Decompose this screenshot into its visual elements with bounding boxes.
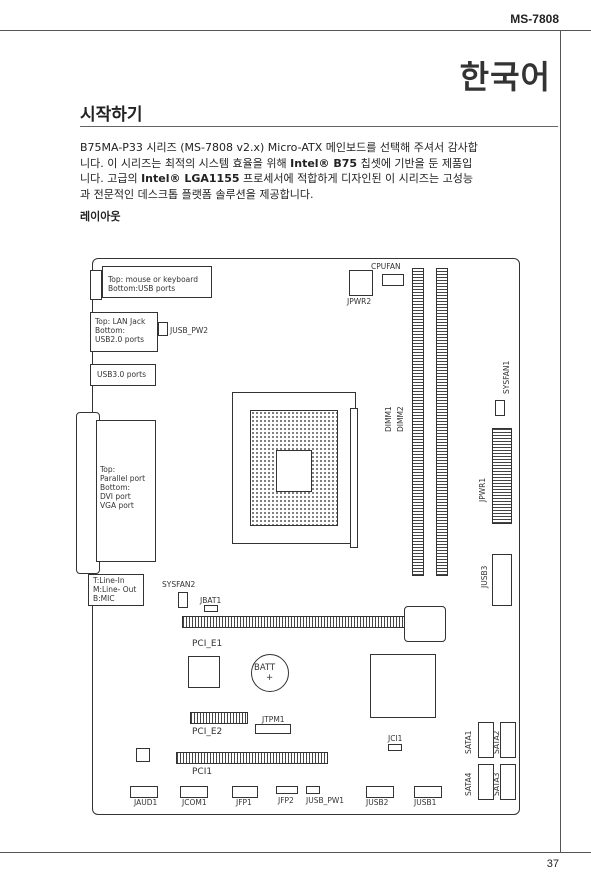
- jbat1-label: JBAT1: [200, 596, 222, 605]
- audio-label-2: M:Line- Out: [93, 585, 137, 594]
- jtpm1-header: [255, 724, 291, 734]
- jaud1-header: [130, 786, 158, 798]
- jusb1-header: [414, 786, 442, 798]
- dimm1-slot: [412, 268, 424, 576]
- cpufan-label: CPUFAN: [371, 262, 401, 271]
- cpu-retention-lever: [350, 408, 358, 548]
- lan-label-2: Bottom:: [95, 326, 126, 335]
- chipset: [370, 654, 436, 718]
- jusb2-header: [366, 786, 394, 798]
- jusb1-label: JUSB1: [414, 798, 437, 807]
- sysfan1-label: SYSFAN1: [502, 360, 511, 394]
- sata1-port: [478, 722, 494, 758]
- dimm2-label: DIMM2: [396, 406, 405, 432]
- intro-paragraph: B75MA-P33 시리즈 (MS-7808 v2.x) Micro-ATX 메…: [80, 140, 556, 202]
- jpwr1-connector: [492, 428, 512, 524]
- intro-line-3-end: 프로세서에 적합하게 디자인된 이 시리즈는 고성능: [239, 172, 474, 185]
- sata2-port: [500, 722, 516, 758]
- pci1-slot: [176, 752, 328, 764]
- jci1-label: JCI1: [388, 734, 403, 743]
- lan-label-1: Top: LAN Jack: [95, 317, 146, 326]
- jfp1-header: [232, 786, 258, 798]
- pci-e2-slot: [190, 712, 248, 724]
- jpwr2-label: JPWR2: [347, 297, 372, 306]
- audio-label-3: B:MIC: [93, 594, 115, 603]
- dimm1-label: DIMM1: [384, 406, 393, 432]
- chipset-name: Intel® B75: [290, 156, 358, 170]
- pci-e1-label: PCI_E1: [192, 639, 223, 649]
- sata4-port: [478, 764, 494, 800]
- intro-line-2: 니다. 이 시리즈는 최적의 시스템 효율을 위해: [80, 156, 291, 170]
- usb3-label: USB3.0 ports: [97, 370, 146, 379]
- intro-line-1: B75MA-P33 시리즈 (MS-7808 v2.x) Micro-ATX 메…: [80, 141, 478, 154]
- jusb3-header: [492, 554, 512, 606]
- sysfan1-header: [495, 400, 505, 416]
- ps2-port-shape: [90, 270, 102, 300]
- parallel-label-3: Bottom:: [100, 483, 131, 492]
- jpwr1-label: JPWR1: [478, 477, 487, 502]
- jusb-pw2-header: [158, 322, 168, 336]
- section-rule: [80, 126, 558, 127]
- jusb-pw1-label: JUSB_PW1: [306, 796, 345, 805]
- usb3-port: [90, 364, 156, 386]
- ps2-usb-port: [102, 266, 212, 298]
- intro-line-3: 니다. 고급의: [80, 172, 142, 185]
- footer-rule: [0, 852, 591, 853]
- jusb2-label: JUSB2: [366, 798, 389, 807]
- pci1-label: PCI1: [192, 767, 213, 777]
- mouse-keyboard-label: Top: mouse or keyboard: [108, 275, 198, 284]
- jaud1-label: JAUD1: [134, 798, 158, 807]
- pci-e2-label: PCI_E2: [192, 727, 223, 737]
- parallel-dvi-vga-port: [96, 420, 156, 562]
- sata1-label: SATA1: [464, 730, 473, 754]
- jfp2-label: JFP2: [278, 796, 294, 805]
- audio-label-1: T:Line-In: [93, 576, 125, 585]
- parallel-label-5: VGA port: [100, 501, 134, 510]
- parallel-label-2: Parallel port: [100, 474, 146, 483]
- sata2-label: SATA2: [492, 730, 501, 754]
- chipset-heatsink-clip: [404, 606, 446, 642]
- battery: [251, 654, 289, 692]
- cpufan-header: [382, 274, 404, 286]
- side-rule: [560, 30, 561, 852]
- intro-line-2-end: 칩셋에 기반을 둔 제품입: [357, 156, 473, 170]
- language-title: 한국어: [459, 58, 551, 96]
- page-number: 37: [546, 858, 559, 870]
- section-heading: 시작하기: [80, 105, 143, 125]
- jtpm1-label: JTPM1: [262, 715, 285, 724]
- header-rule: [0, 30, 591, 31]
- lan-label-3: USB2.0 ports: [95, 335, 144, 344]
- audio-jack: [88, 574, 144, 606]
- jusb-pw1-header: [306, 786, 320, 794]
- parallel-label-4: DVI port: [100, 492, 131, 501]
- jcom1-label: JCOM1: [182, 798, 207, 807]
- jcom1-header: [180, 786, 208, 798]
- sata3-port: [500, 764, 516, 800]
- lan-usb-port: [90, 312, 158, 352]
- sata3-label: SATA3: [492, 772, 501, 796]
- pci-e1-slot: [182, 616, 406, 628]
- layout-heading: 레이아웃: [80, 210, 121, 223]
- cpu-socket-center: [276, 450, 312, 492]
- jfp1-label: JFP1: [236, 798, 252, 807]
- sysfan2-header: [178, 592, 188, 608]
- jbat1-jumper: [204, 605, 218, 612]
- dimm2-slot: [436, 268, 448, 576]
- jusb-pw2-label: JUSB_PW2: [170, 326, 209, 335]
- usb-ports-label: Bottom:USB ports: [108, 284, 176, 293]
- sysfan2-label: SYSFAN2: [162, 580, 196, 589]
- batt-plus-label: +: [266, 673, 274, 683]
- model-number: MS-7808: [510, 12, 559, 26]
- batt-label: BATT: [254, 663, 276, 673]
- jfp2-header: [276, 786, 298, 794]
- jpwr2-connector: [349, 270, 373, 296]
- parallel-label-1: Top:: [100, 465, 116, 474]
- intro-line-4: 과 전문적인 데스크톱 플랫폼 솔루션을 제공합니다.: [80, 187, 314, 201]
- cpu-socket-name: Intel® LGA1155: [141, 172, 240, 185]
- mounting-square: [136, 748, 150, 762]
- jusb3-label: JUSB3: [480, 565, 489, 588]
- sata4-label: SATA4: [464, 772, 473, 796]
- jci1-header: [388, 744, 402, 751]
- chip-small: [188, 656, 220, 688]
